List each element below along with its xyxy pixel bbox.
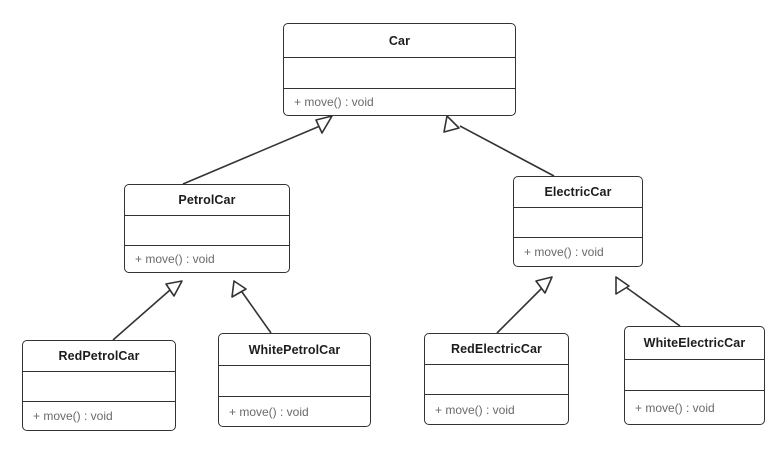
hollow-triangle-arrowhead: [315, 115, 333, 134]
hollow-triangle-arrowhead: [165, 280, 183, 297]
class-operations-car: + move() : void: [294, 95, 374, 109]
class-box-petrolcar[interactable]: PetrolCar + move() : void: [124, 184, 290, 273]
hollow-triangle-arrowhead: [443, 115, 460, 133]
class-box-redelectriccar[interactable]: RedElectricCar + move() : void: [424, 333, 569, 425]
class-operations-whitepetrolcar: + move() : void: [229, 404, 309, 419]
generalization-whiteelectriccar-to-electriccar[interactable]: [615, 276, 681, 327]
class-box-whitepetrolcar[interactable]: WhitePetrolCar + move() : void: [218, 333, 371, 427]
class-operations-redpetrolcar: + move() : void: [33, 409, 113, 423]
hollow-triangle-arrowhead: [535, 276, 553, 294]
class-operations-redelectriccar: + move() : void: [435, 402, 515, 417]
generalization-redpetrolcar-to-petrolcar[interactable]: [112, 280, 183, 341]
class-attributes-whitepetrolcar: [219, 366, 370, 397]
class-attributes-redelectriccar: [425, 365, 568, 395]
class-attributes-whiteelectriccar: [625, 360, 764, 391]
generalization-redelectriccar-to-electriccar[interactable]: [496, 276, 553, 334]
hollow-triangle-arrowhead: [231, 280, 247, 298]
class-box-electriccar[interactable]: ElectricCar + move() : void: [513, 176, 643, 267]
class-attributes-petrolcar: [125, 216, 289, 246]
class-operations-petrolcar: + move() : void: [135, 252, 215, 266]
class-attributes-car: [284, 58, 515, 89]
class-attributes-electriccar: [514, 208, 642, 238]
class-name-electriccar: ElectricCar: [514, 177, 642, 208]
class-name-whiteelectriccar: WhiteElectricCar: [625, 327, 764, 360]
class-name-petrolcar: PetrolCar: [125, 185, 289, 216]
generalization-whitepetrolcar-to-petrolcar[interactable]: [231, 280, 272, 334]
class-name-redelectriccar: RedElectricCar: [425, 334, 568, 365]
class-name-whitepetrolcar: WhitePetrolCar: [219, 334, 370, 366]
generalization-petrolcar-to-car[interactable]: [182, 115, 333, 185]
class-name-car: Car: [284, 24, 515, 58]
generalization-electriccar-to-car[interactable]: [443, 115, 555, 177]
class-box-whiteelectriccar[interactable]: WhiteElectricCar + move() : void: [624, 326, 765, 425]
class-name-redpetrolcar: RedPetrolCar: [23, 341, 175, 372]
class-operations-electriccar: + move() : void: [524, 245, 604, 259]
class-attributes-redpetrolcar: [23, 372, 175, 402]
hollow-triangle-arrowhead: [615, 276, 630, 295]
class-box-car[interactable]: Car + move() : void: [283, 23, 516, 116]
class-box-redpetrolcar[interactable]: RedPetrolCar + move() : void: [22, 340, 176, 431]
class-operations-whiteelectriccar: + move() : void: [635, 400, 715, 415]
